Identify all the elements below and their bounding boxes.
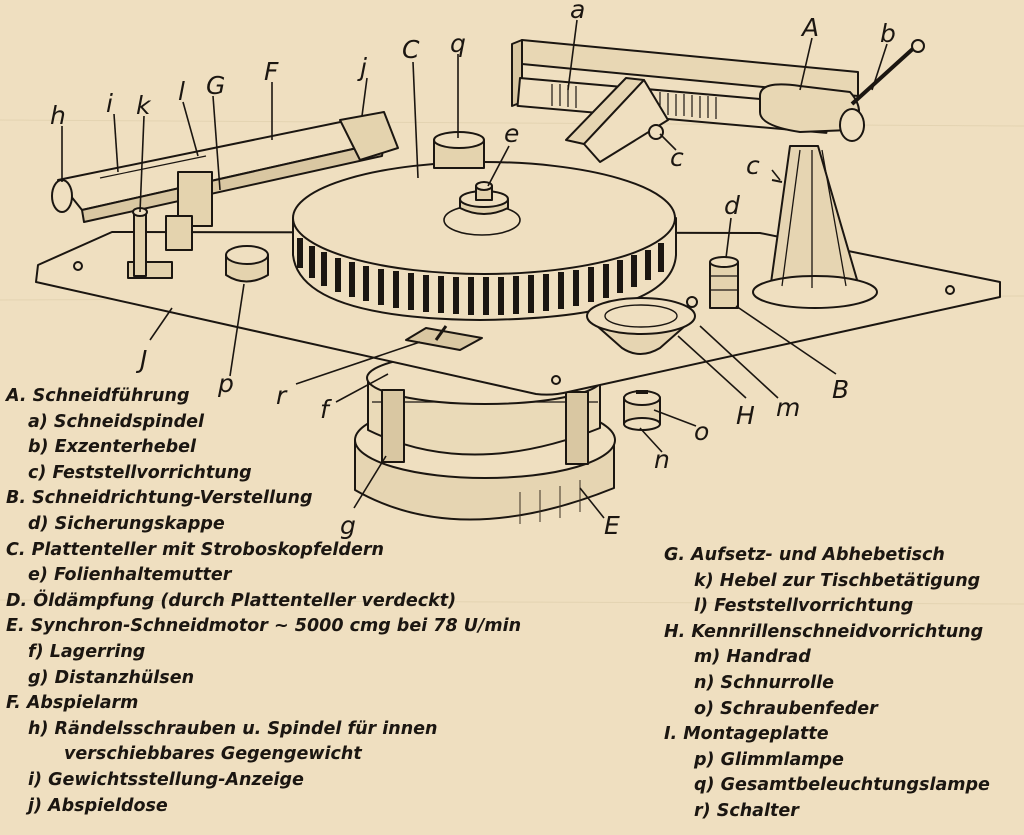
switch — [405, 325, 483, 351]
label-H: H — [736, 401, 755, 430]
label-j: j — [357, 53, 367, 82]
legend-entry: f) Lagerring — [28, 641, 146, 662]
legend-entry: D. Öldämpfung (durch Plattenteller verde… — [6, 590, 457, 611]
legend-entry: l) Feststellvorrichtung — [694, 596, 914, 617]
label-b: b — [880, 19, 896, 48]
groove-marker — [586, 296, 698, 355]
legend-entry: j) Abspieldose — [28, 795, 168, 816]
label-p: p — [217, 369, 234, 398]
legend-right: G. Aufsetz- und Abhebetisch k) Hebel zur … — [664, 543, 990, 825]
label-n: n — [654, 445, 670, 474]
cutter-carriage — [565, 77, 669, 163]
legend-entry: q) Gesamtbeleuchtungslampe — [694, 775, 990, 796]
legend-entry: F. Abspielarm — [6, 693, 139, 714]
legend-entry: c) Feststellvorrichtung — [28, 462, 252, 483]
label-J: J — [135, 345, 147, 374]
label-c1: c — [670, 143, 684, 172]
leader-lines — [61, 19, 888, 519]
label-E: E — [604, 511, 620, 540]
safety-cap — [709, 256, 739, 309]
label-A: A — [800, 13, 819, 42]
legend-entry: E. Synchron-Schneidmotor ~ 5000 cmg bei … — [6, 616, 522, 637]
legend-left: A. Schneidführung a) Schneidspindel b) Exz… — [6, 384, 521, 819]
platter — [292, 161, 677, 321]
legend-entry: k) Hebel zur Tischbetätigung — [694, 570, 981, 591]
legend-entry: verschiebbares Gegengewicht — [64, 744, 362, 765]
cord-pulley — [623, 390, 661, 431]
label-G: G — [206, 71, 225, 100]
legend-entry: G. Aufsetz- und Abhebetisch — [664, 545, 945, 565]
legend-entry: e) Folienhaltemutter — [28, 565, 232, 586]
legend-entry: o) Schraubenfeder — [694, 698, 878, 719]
legend-entry: H. Kennrillenschneidvorrichtung — [664, 621, 984, 642]
label-h: h — [50, 101, 66, 130]
label-m: m — [776, 393, 800, 422]
legend-entry: d) Sicherungskappe — [28, 513, 225, 534]
label-d: d — [724, 191, 740, 220]
cutter-column — [752, 145, 878, 309]
legend-entry: C. Plattenteller mit Stroboskopfeldern — [6, 539, 384, 560]
label-e: e — [504, 119, 519, 148]
legend-entry: b) Exzenterhebel — [28, 437, 196, 458]
legend-entry: h) Rändelsschrauben u. Spindel für innen — [28, 718, 438, 739]
plate-screws — [73, 261, 955, 385]
legend-entry: r) Schalter — [694, 800, 799, 821]
stroboscope-pattern — [297, 238, 664, 315]
legend-entry: n) Schnurrolle — [694, 672, 835, 693]
label-a: a — [570, 0, 585, 24]
label-B: B — [832, 375, 849, 404]
cutting-guide — [511, 39, 925, 142]
label-l: l — [178, 77, 185, 106]
legend-entry: A. Schneidführung — [6, 386, 190, 406]
part-labels: a A b c c C q e j F G l k i h d J p r f … — [50, 0, 896, 540]
legend-entry: m) Handrad — [694, 647, 811, 668]
legend-entry: p) Glimmlampe — [694, 749, 844, 770]
total-light-lamp — [433, 131, 485, 169]
lift-table — [132, 171, 213, 277]
label-r: r — [276, 381, 288, 410]
label-i: i — [106, 89, 113, 118]
glow-lamp — [225, 245, 269, 283]
legend-entry: I. Montageplatte — [664, 724, 829, 745]
legend-entry: i) Gewichtsstellung-Anzeige — [28, 769, 304, 790]
label-c2: c — [746, 151, 760, 180]
pickup-arm — [51, 111, 399, 223]
legend-entry: a) Schneidspindel — [28, 411, 204, 432]
label-q: q — [450, 29, 466, 58]
label-F: F — [264, 57, 279, 86]
legend-entry: g) Distanzhülsen — [28, 667, 195, 688]
label-k: k — [136, 91, 152, 120]
folienhaltemutter — [459, 181, 509, 215]
legend-entry: B. Schneidrichtung-Verstellung — [6, 488, 313, 509]
label-g: g — [340, 511, 356, 540]
label-C: C — [402, 35, 420, 64]
label-o: o — [694, 417, 709, 446]
